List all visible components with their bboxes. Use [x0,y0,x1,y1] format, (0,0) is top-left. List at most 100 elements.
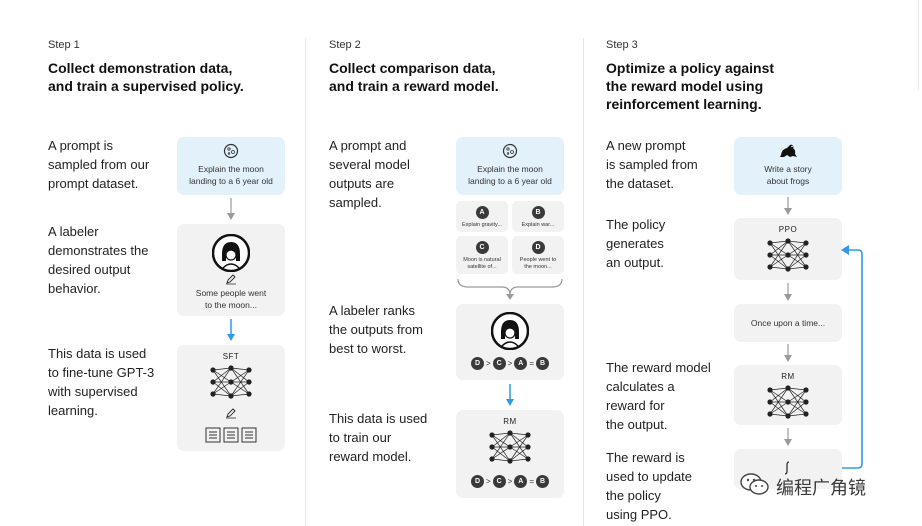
moon-icon [502,143,518,159]
neural-network-icon [210,365,252,399]
desc-line: is sampled from [606,157,698,172]
step-title-line: Collect comparison data, [329,60,496,76]
output-letter: B [531,206,545,219]
arrow-down-icon [784,344,792,362]
desc-line: The reward is [606,450,685,465]
output-letter: A [475,206,489,219]
prompt-text: Explain the moon landing to a 6 year old [177,163,285,187]
arrow-down-icon [784,428,792,446]
prompt-text: Write a story about frogs [734,163,842,187]
step-title: Collect demonstration data, and train a … [48,59,298,95]
desc-line: the outputs from [329,322,423,337]
desc-line: to train our [329,430,392,445]
desc-line: to fine-tune GPT-3 [48,365,155,380]
rank-letter: C [492,357,506,370]
desc-line: A labeler ranks [329,303,415,318]
wechat-logo-icon [740,473,769,495]
arrow-down-icon [784,197,792,215]
output-letter: D [531,241,545,254]
output-line: to the moon... [205,300,257,310]
desc-line: desired output [48,262,131,277]
model-label: RM [781,372,795,381]
desc-line: The reward model [606,360,711,375]
desc-line: using PPO. [606,507,672,522]
column-divider [583,38,584,526]
arrow-down-icon [506,384,514,406]
reward-symbol-icon [784,461,790,475]
output-line: satellite of... [467,264,497,270]
desc-line: reward for [606,398,665,413]
rank-letter: C [492,475,506,488]
ranking-row: D>C>A=B [456,357,564,370]
rank-operator: = [529,477,534,486]
prompt-text: Explain the moon landing to a 6 year old [456,163,564,187]
pencil-icon [226,274,236,285]
step-title-line: Collect demonstration data, [48,60,233,76]
rank-letter: B [536,475,549,488]
desc-line: an output. [606,255,664,270]
output-text: Some people went to the moon... [177,287,285,311]
reward-model-card: RM D>C>A=B [456,410,564,498]
neural-network-icon [767,385,809,419]
generated-output-card: Once upon a time... [734,304,842,342]
step-label: Step 1 [48,39,80,51]
desc-line: reward model. [329,449,412,464]
column-divider [305,38,306,526]
desc-line: This data is used [48,346,147,361]
desc-line: A prompt and [329,138,407,153]
arrow-down-icon [227,198,235,220]
model-output-card: D People went to the moon... [512,236,564,274]
desc-line: used to update [606,469,693,484]
rank-letter: D [470,357,484,370]
prompt-line: Explain the moon [198,164,264,174]
desc-line: A labeler [48,224,99,239]
desc-line: generates [606,236,664,251]
step-title: Collect comparison data, and train a rew… [329,59,579,95]
model-label: RM [503,417,517,426]
desc-line: with supervised [48,384,138,399]
prompt-card: Explain the moon landing to a 6 year old [177,137,285,195]
feedback-loop-arrow-icon [841,245,863,469]
desc-line: prompt dataset. [48,176,139,191]
policy-label: PPO [778,225,798,234]
ranking-card: D>C>A=B [456,304,564,380]
rank-operator: > [507,359,513,368]
prompt-line: Explain the moon [477,164,543,174]
step-title-line: the reward model using [606,78,764,94]
step-description: A labeler demonstrates the desired outpu… [48,222,148,298]
rank-operator: > [507,477,513,486]
right-edge-divider [918,0,919,90]
desc-line: demonstrates the [48,243,149,258]
model-output-card: C Moon is natural satellite of... [456,236,508,274]
model-output-card: A Explain gravity... [456,201,508,232]
step-title-line: and train a reward model. [329,78,499,94]
frog-icon [780,144,797,157]
watermark-text: 编程广角镜 [776,478,866,499]
output-line: the moon... [524,264,552,270]
desc-line: outputs are [329,176,395,191]
prompt-line: landing to a 6 year old [189,176,273,186]
desc-line: the output. [606,417,668,432]
desc-line: sampled from our [48,157,150,172]
desc-line: best to worst. [329,341,407,356]
step-title-line: and train a supervised policy. [48,78,244,94]
moon-icon [223,143,239,159]
brace-icon [457,278,563,300]
rank-letter: A [514,475,528,488]
desc-line: behavior. [48,281,101,296]
desc-line: The policy [606,217,666,232]
step-title: Optimize a policy against the reward mod… [606,59,856,113]
desc-line: several model [329,157,410,172]
rank-letter: B [536,357,549,370]
policy-card: PPO [734,218,842,280]
output-letter: C [475,241,489,254]
step-label: Step 3 [606,39,638,51]
step-title-line: reinforcement learning. [606,96,762,112]
rank-letter: D [470,475,484,488]
reward-model-card: RM [734,365,842,425]
output-line: Moon is natural [463,257,501,263]
output-text: Once upon a time... [750,318,826,328]
desc-line: A prompt is [48,138,114,153]
prompt-card: Explain the moon landing to a 6 year old [456,137,564,195]
neural-network-icon [489,430,531,464]
